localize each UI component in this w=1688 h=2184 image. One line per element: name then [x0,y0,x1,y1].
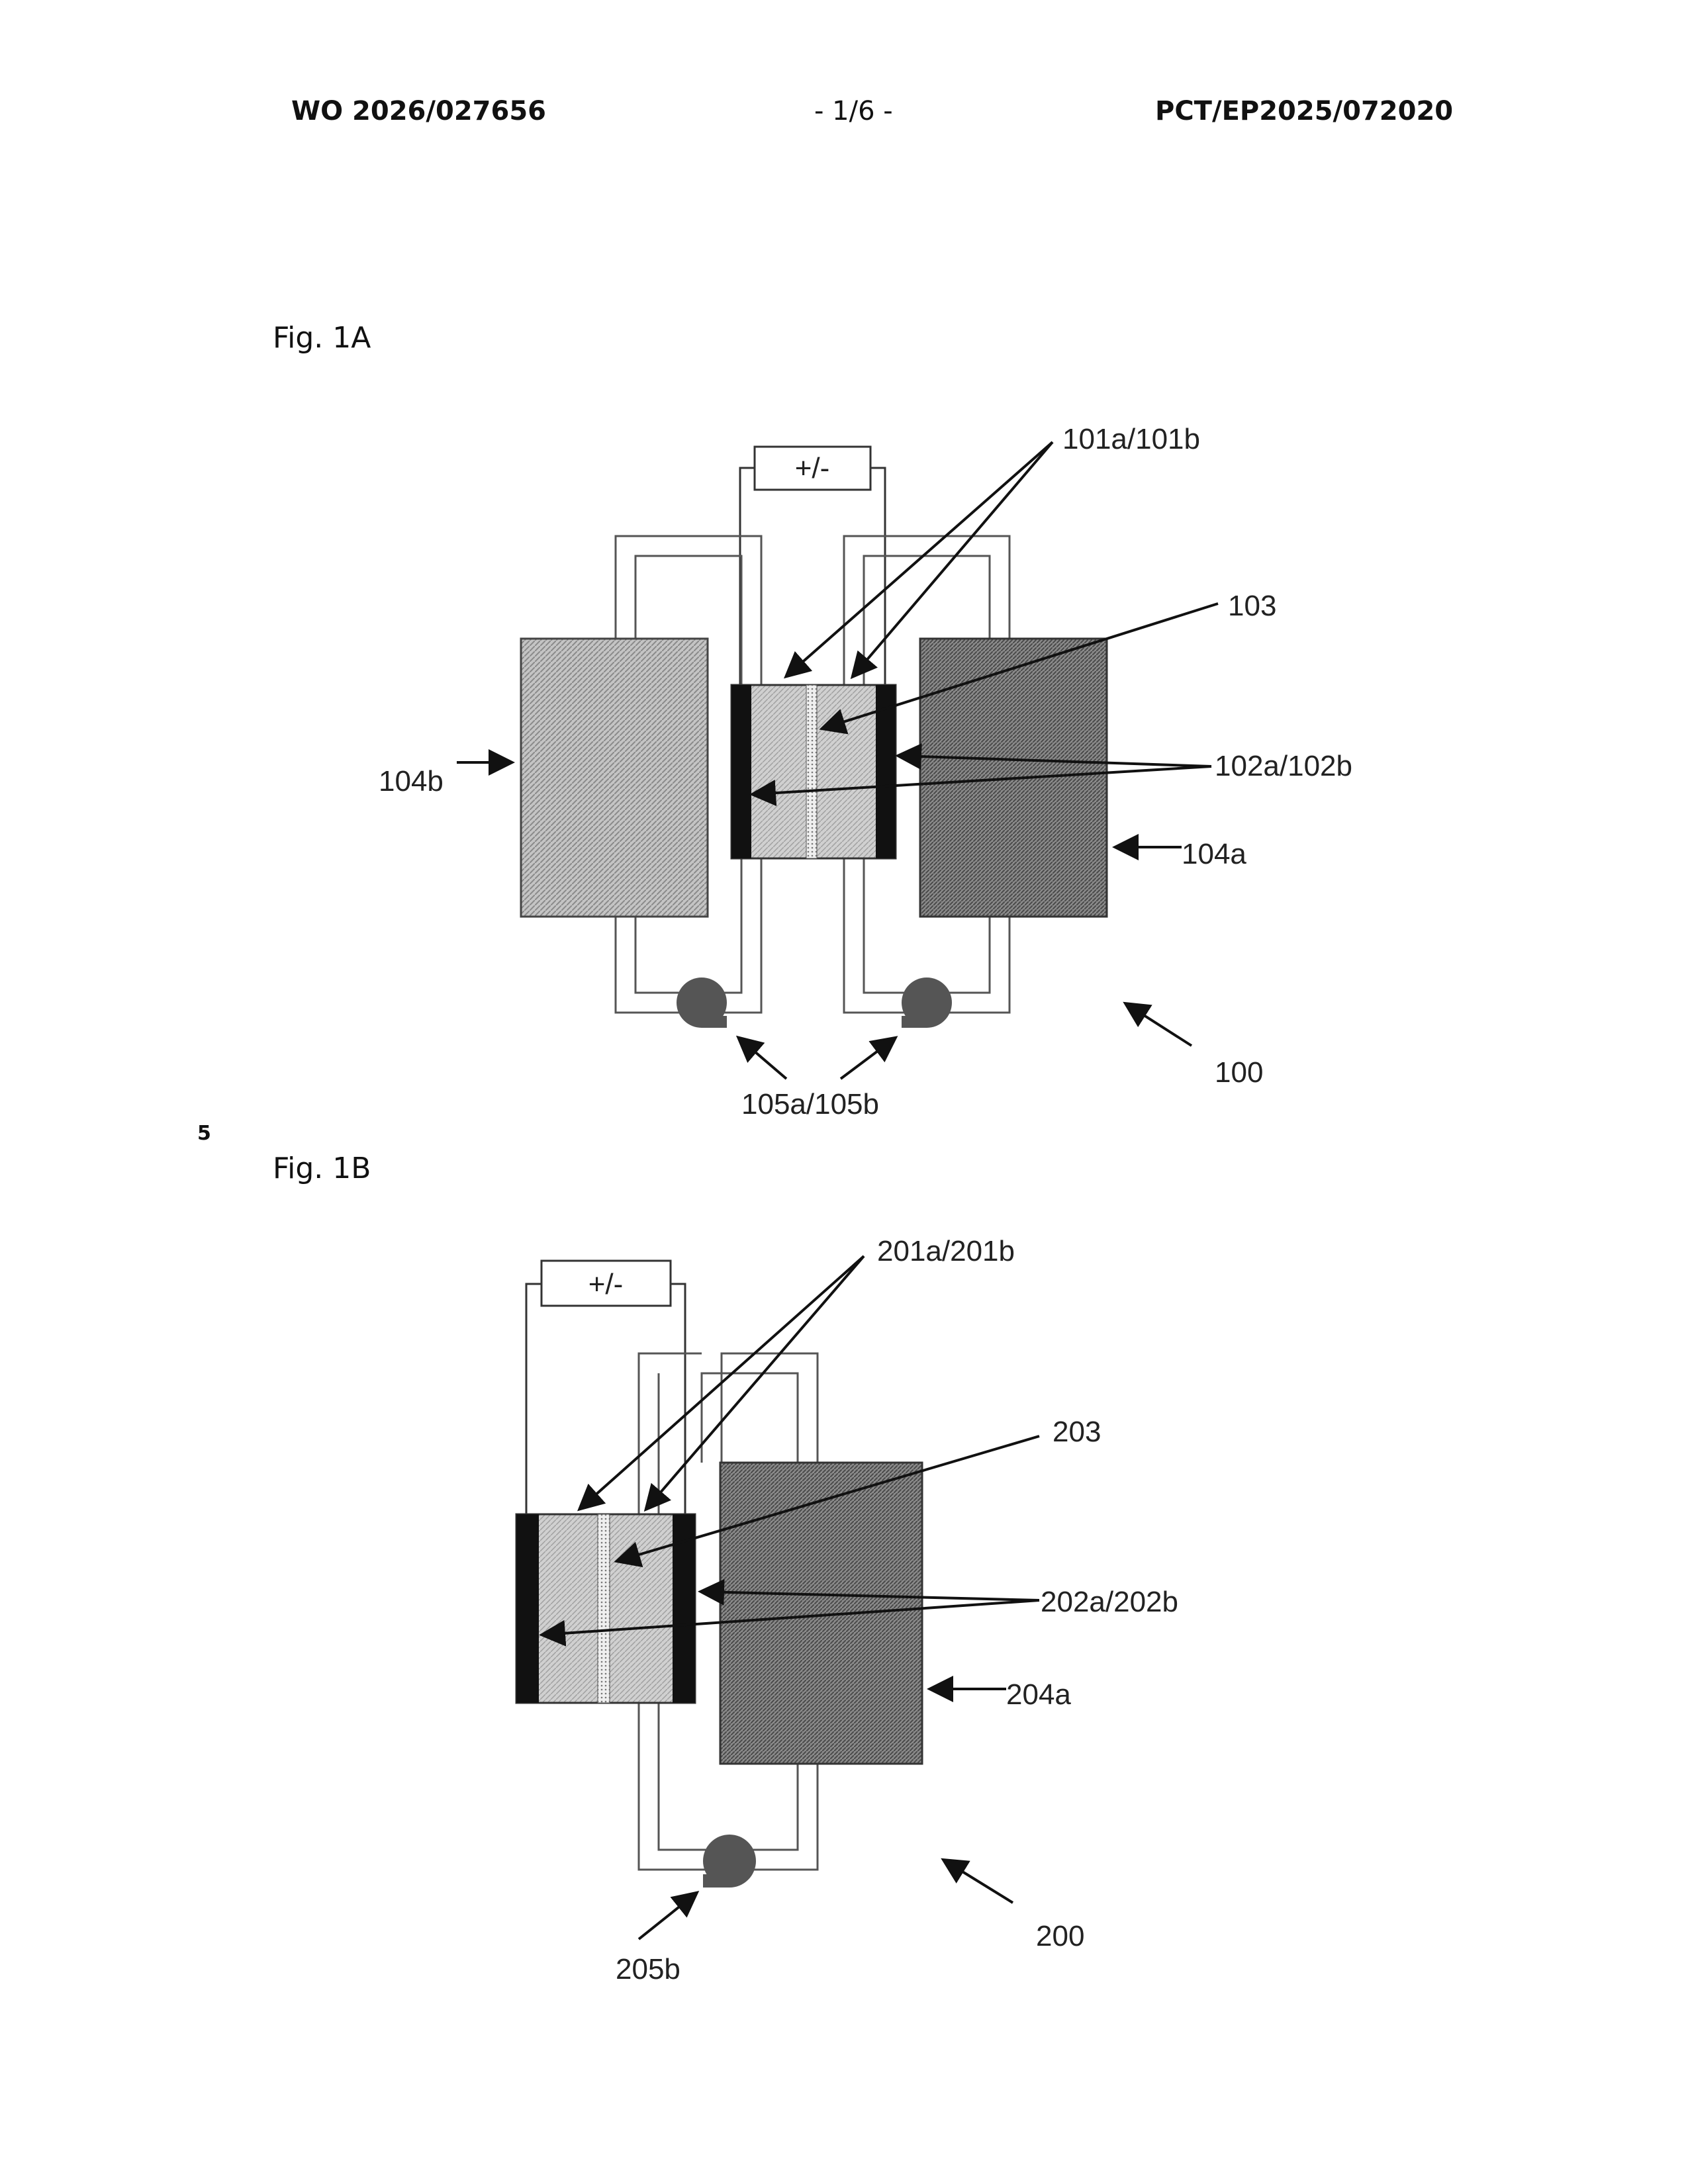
label-202a-202b: 202a/202b [1041,1586,1178,1618]
label-104a: 104a [1182,838,1246,870]
fig-1b-diagram: +/- [516,1235,1178,1985]
cell-1b [516,1514,695,1703]
fig-1a-diagram: +/- [379,423,1352,1120]
label-200: 200 [1036,1920,1084,1952]
label-105a-105b: 105a/105b [741,1088,879,1120]
label-201a-201b: 201a/201b [877,1235,1015,1267]
label-203: 203 [1053,1416,1101,1448]
power-supply-1b: +/- [526,1261,685,1517]
electrode-left-1b [516,1514,539,1703]
power-label-1b: +/- [588,1268,624,1300]
label-103: 103 [1228,590,1276,622]
label-104b: 104b [379,765,444,797]
label-102a-102b: 102a/102b [1215,750,1352,782]
membrane-1b [598,1514,610,1703]
label-100: 100 [1215,1056,1263,1089]
pump-left-1a [677,978,727,1028]
tank-204a [720,1463,922,1764]
label-205b: 205b [616,1953,680,1985]
label-101a-101b: 101a/101b [1062,423,1200,455]
pump-1b [703,1835,756,1888]
pump-right-1a [902,978,952,1028]
cell-1a [731,685,896,858]
membrane-1a [806,685,817,858]
label-204a: 204a [1006,1678,1071,1711]
power-label-1a: +/- [795,452,830,484]
electrode-left-1a [731,685,751,858]
tank-104b [521,639,708,917]
